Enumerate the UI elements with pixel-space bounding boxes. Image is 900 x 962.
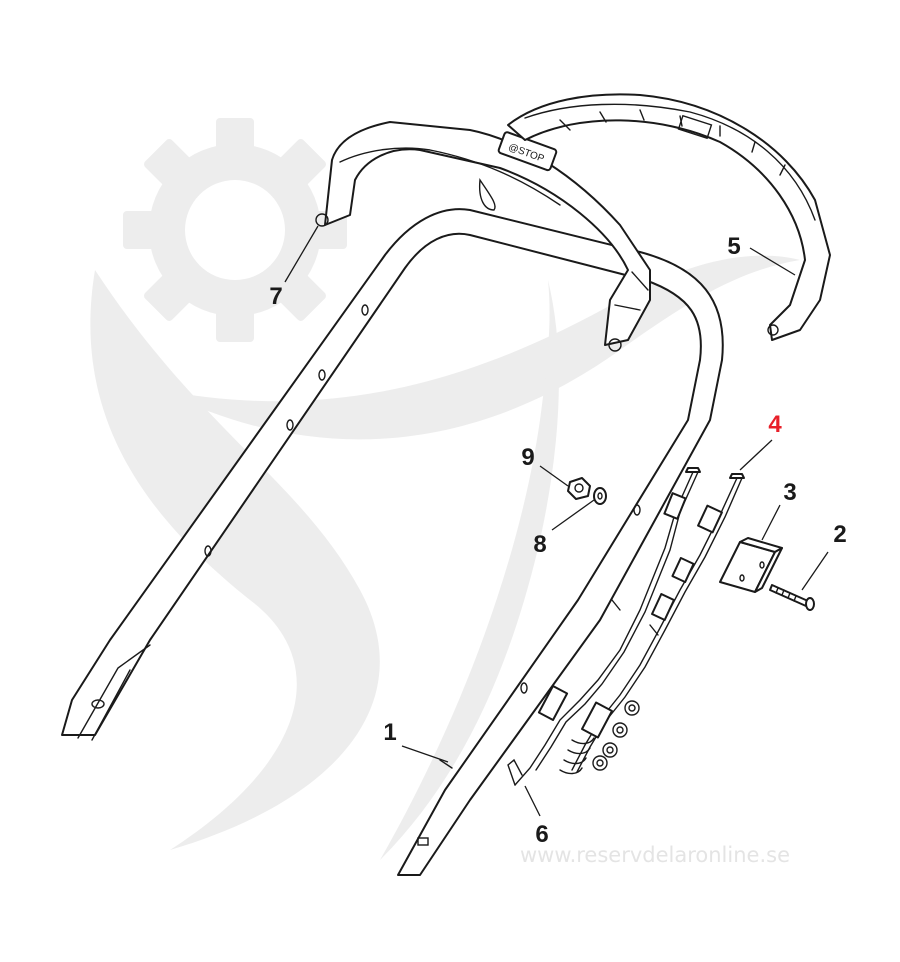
callout-8: 8 <box>533 531 546 558</box>
leader-lines <box>284 225 829 817</box>
lever-bail <box>507 93 831 341</box>
callout-7: 7 <box>269 283 282 310</box>
watermark-url: www.reservdelaronline.se <box>520 843 790 867</box>
control-bar: @STOP <box>315 121 651 352</box>
gear-icon <box>123 118 347 342</box>
handle-frame <box>61 208 724 876</box>
leaf-icon <box>90 270 380 850</box>
callout-3: 3 <box>783 479 796 506</box>
cable-hook <box>507 758 523 786</box>
callout-4: 4 <box>768 411 782 438</box>
callout-6: 6 <box>535 821 548 848</box>
callout-labels: 1 2 3 4 5 6 7 8 9 <box>269 233 846 848</box>
washer <box>593 487 607 505</box>
control-cables <box>514 467 745 786</box>
callout-1: 1 <box>383 719 396 746</box>
screw <box>769 584 815 611</box>
callout-2: 2 <box>833 521 846 548</box>
cable-washers <box>592 700 640 771</box>
leaf-stem-icon <box>380 280 559 860</box>
callout-9: 9 <box>521 444 534 471</box>
callout-5: 5 <box>727 233 740 260</box>
nut <box>567 477 591 500</box>
cable-holder <box>719 537 783 593</box>
